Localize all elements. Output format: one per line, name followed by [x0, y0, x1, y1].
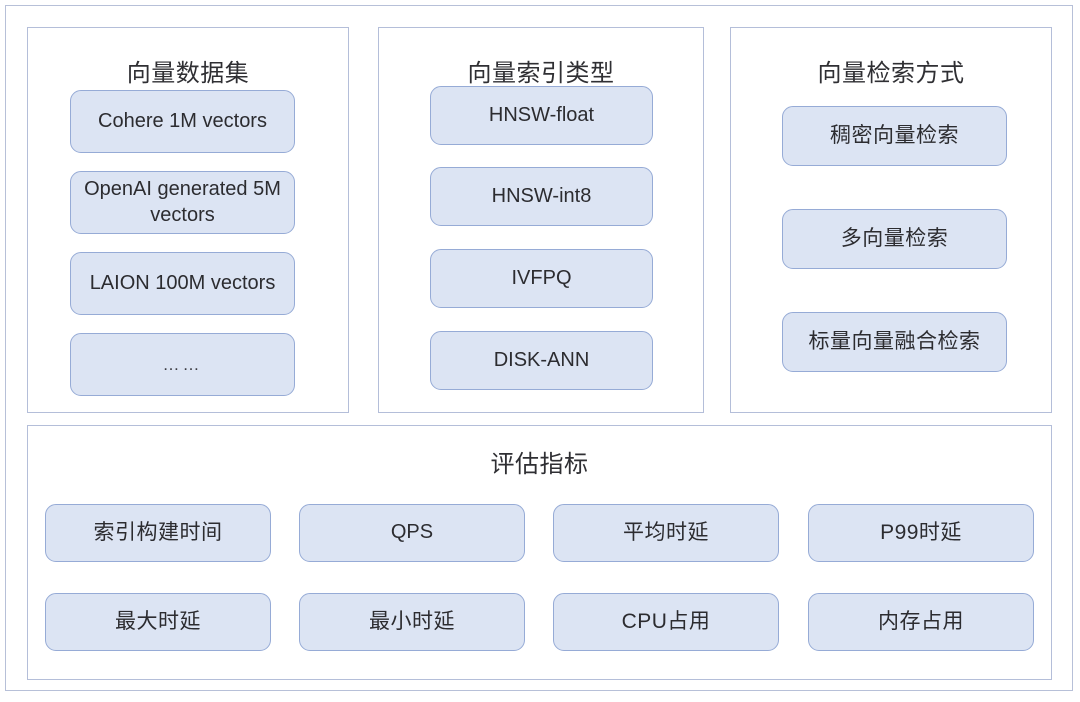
- node-cpu-usage[interactable]: CPU占用: [553, 593, 779, 651]
- node-multi-vector-search[interactable]: 多向量检索: [782, 209, 1007, 269]
- node-hnsw-int8[interactable]: HNSW-int8: [430, 167, 653, 226]
- node-ivfpq[interactable]: IVFPQ: [430, 249, 653, 308]
- panel-evaluation-metrics: 评估指标 索引构建时间 QPS 平均时延 P99时延 最大时延 最小时延 CPU…: [27, 425, 1052, 680]
- node-min-latency[interactable]: 最小时延: [299, 593, 525, 651]
- panel-title-evaluation-metrics: 评估指标: [490, 451, 589, 478]
- panel-title-vector-datasets: 向量数据集: [126, 60, 250, 87]
- node-laion-100m-vectors[interactable]: LAION 100M vectors: [70, 252, 295, 315]
- panel-vector-index-types: 向量索引类型 HNSW-float HNSW-int8 IVFPQ DISK-A…: [378, 27, 704, 413]
- panel-vector-datasets: 向量数据集 Cohere 1M vectors OpenAI generated…: [27, 27, 349, 413]
- node-p99-latency[interactable]: P99时延: [808, 504, 1034, 562]
- node-disk-ann[interactable]: DISK-ANN: [430, 331, 653, 390]
- panel-title-vector-index-types: 向量索引类型: [467, 60, 615, 87]
- node-datasets-ellipsis[interactable]: ……: [70, 333, 295, 396]
- node-average-latency[interactable]: 平均时延: [553, 504, 779, 562]
- panel-title-vector-search-methods: 向量检索方式: [817, 60, 965, 87]
- node-max-latency[interactable]: 最大时延: [45, 593, 271, 651]
- node-dense-vector-search[interactable]: 稠密向量检索: [782, 106, 1007, 166]
- node-openai-generated-5m-vectors[interactable]: OpenAI generated 5M vectors: [70, 171, 295, 234]
- node-scalar-vector-hybrid-search[interactable]: 标量向量融合检索: [782, 312, 1007, 372]
- node-index-build-time[interactable]: 索引构建时间: [45, 504, 271, 562]
- node-memory-usage[interactable]: 内存占用: [808, 593, 1034, 651]
- panel-vector-search-methods: 向量检索方式 稠密向量检索 多向量检索 标量向量融合检索: [730, 27, 1052, 413]
- node-hnsw-float[interactable]: HNSW-float: [430, 86, 653, 145]
- node-cohere-1m-vectors[interactable]: Cohere 1M vectors: [70, 90, 295, 153]
- node-qps[interactable]: QPS: [299, 504, 525, 562]
